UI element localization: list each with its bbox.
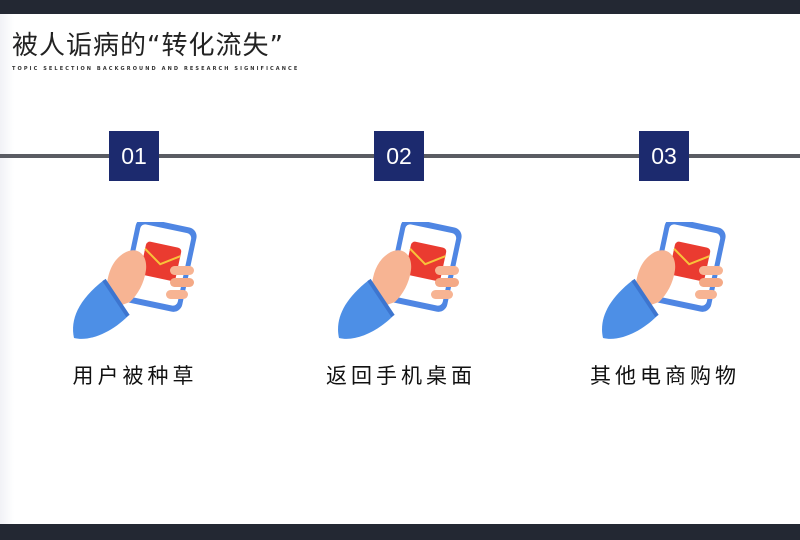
top-frame-bar	[0, 0, 800, 14]
hand-phone-red-envelope-icon	[73, 222, 197, 339]
page-title: 被人诟病的“转化流失”	[12, 31, 284, 61]
hand-phone-red-envelope-icon	[338, 222, 462, 339]
page-subtitle: TOPIC SELECTION BACKGROUND AND RESEARCH …	[12, 66, 300, 72]
hand-phone-red-envelope-icon	[602, 222, 726, 339]
step-1-number: 01	[109, 131, 159, 181]
step-1-label: 用户被种草	[72, 364, 198, 388]
step-2-number: 02	[374, 131, 424, 181]
step-3-label: 其他电商购物	[590, 364, 740, 388]
bottom-frame-bar	[0, 524, 800, 540]
step-2-label: 返回手机桌面	[326, 364, 476, 388]
left-edge-shade	[0, 14, 14, 524]
step-3-number: 03	[639, 131, 689, 181]
